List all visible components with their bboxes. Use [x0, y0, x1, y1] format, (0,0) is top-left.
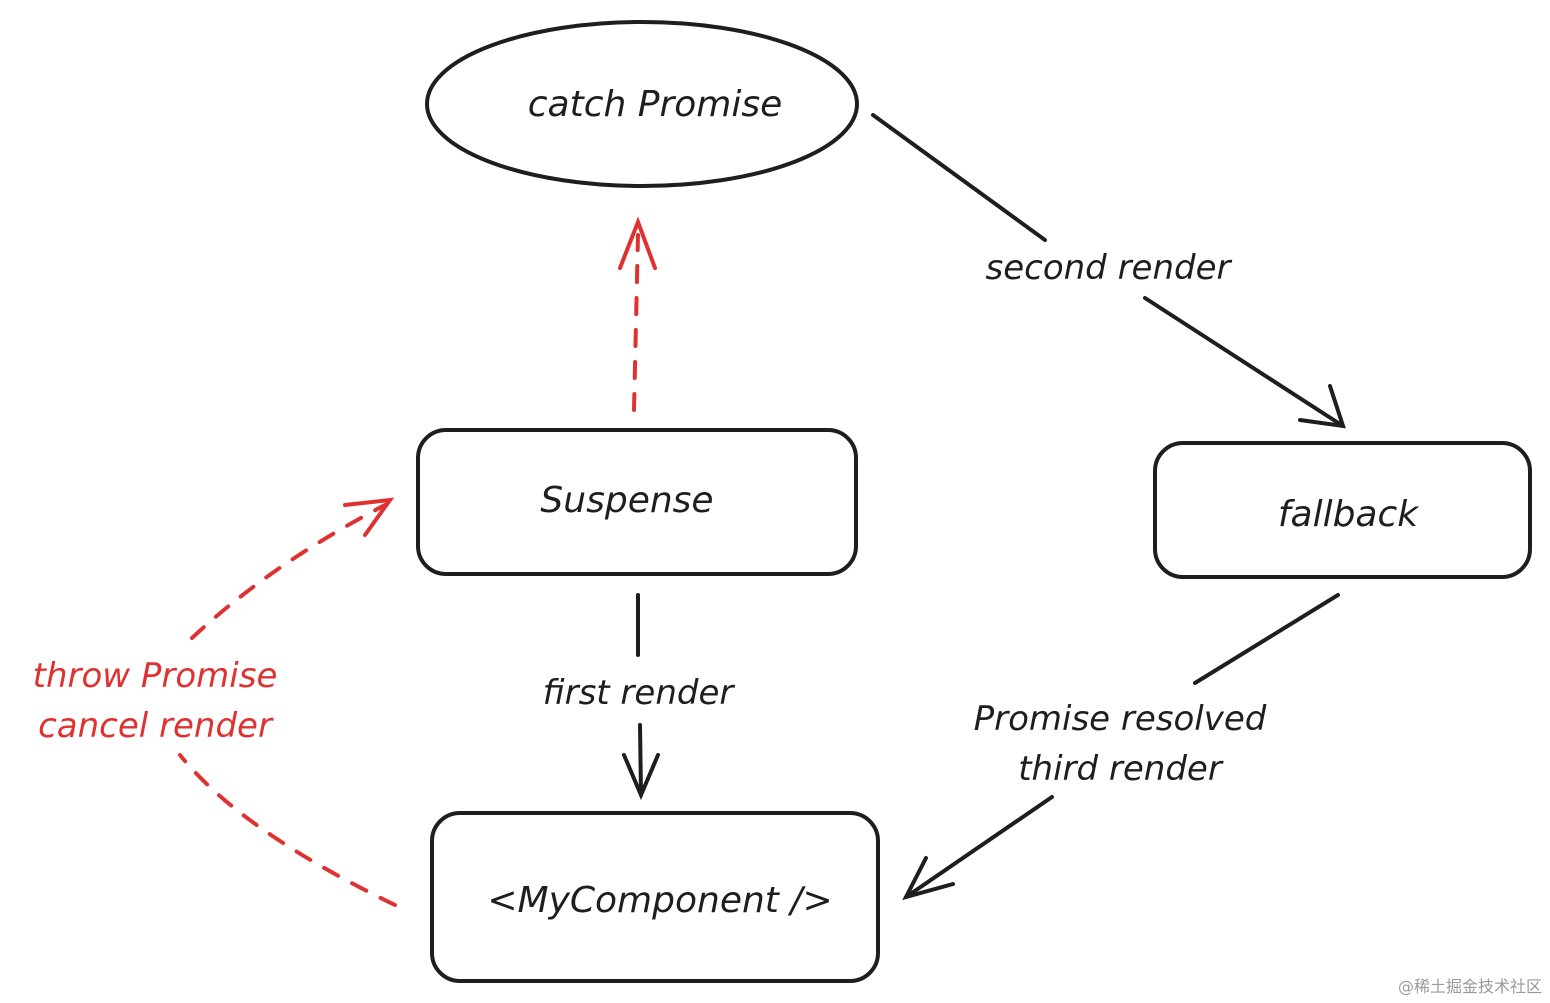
node-suspense[interactable]: Suspense — [416, 428, 858, 576]
edge-second-render-label: second render — [986, 248, 1233, 288]
edge-second-render: second render — [871, 113, 1346, 429]
edge-throw-promise: throw Promise cancel render — [33, 497, 397, 907]
node-my-component-label: <MyComponent /> — [487, 880, 832, 921]
watermark: @稀土掘金技术社区 — [1397, 977, 1542, 996]
edge-first-render: first render — [543, 593, 736, 801]
node-my-component[interactable]: <MyComponent /> — [430, 811, 880, 983]
edge-promise-resolved-label-2: third render — [1018, 749, 1224, 789]
edge-throw-promise-label-1: throw Promise — [33, 656, 278, 696]
edge-throw-up — [618, 216, 657, 412]
node-catch-promise[interactable]: catch Promise — [425, 20, 859, 188]
edge-first-render-label: first render — [543, 673, 736, 713]
edge-throw-promise-label-2: cancel render — [38, 706, 274, 746]
edge-promise-resolved-label-1: Promise resolved — [974, 699, 1267, 739]
node-catch-promise-label: catch Promise — [528, 84, 783, 125]
edge-promise-resolved: Promise resolved third render — [902, 593, 1340, 901]
node-fallback[interactable]: fallback — [1153, 441, 1532, 579]
node-fallback-label: fallback — [1278, 494, 1420, 535]
node-suspense-label: Suspense — [540, 480, 713, 521]
